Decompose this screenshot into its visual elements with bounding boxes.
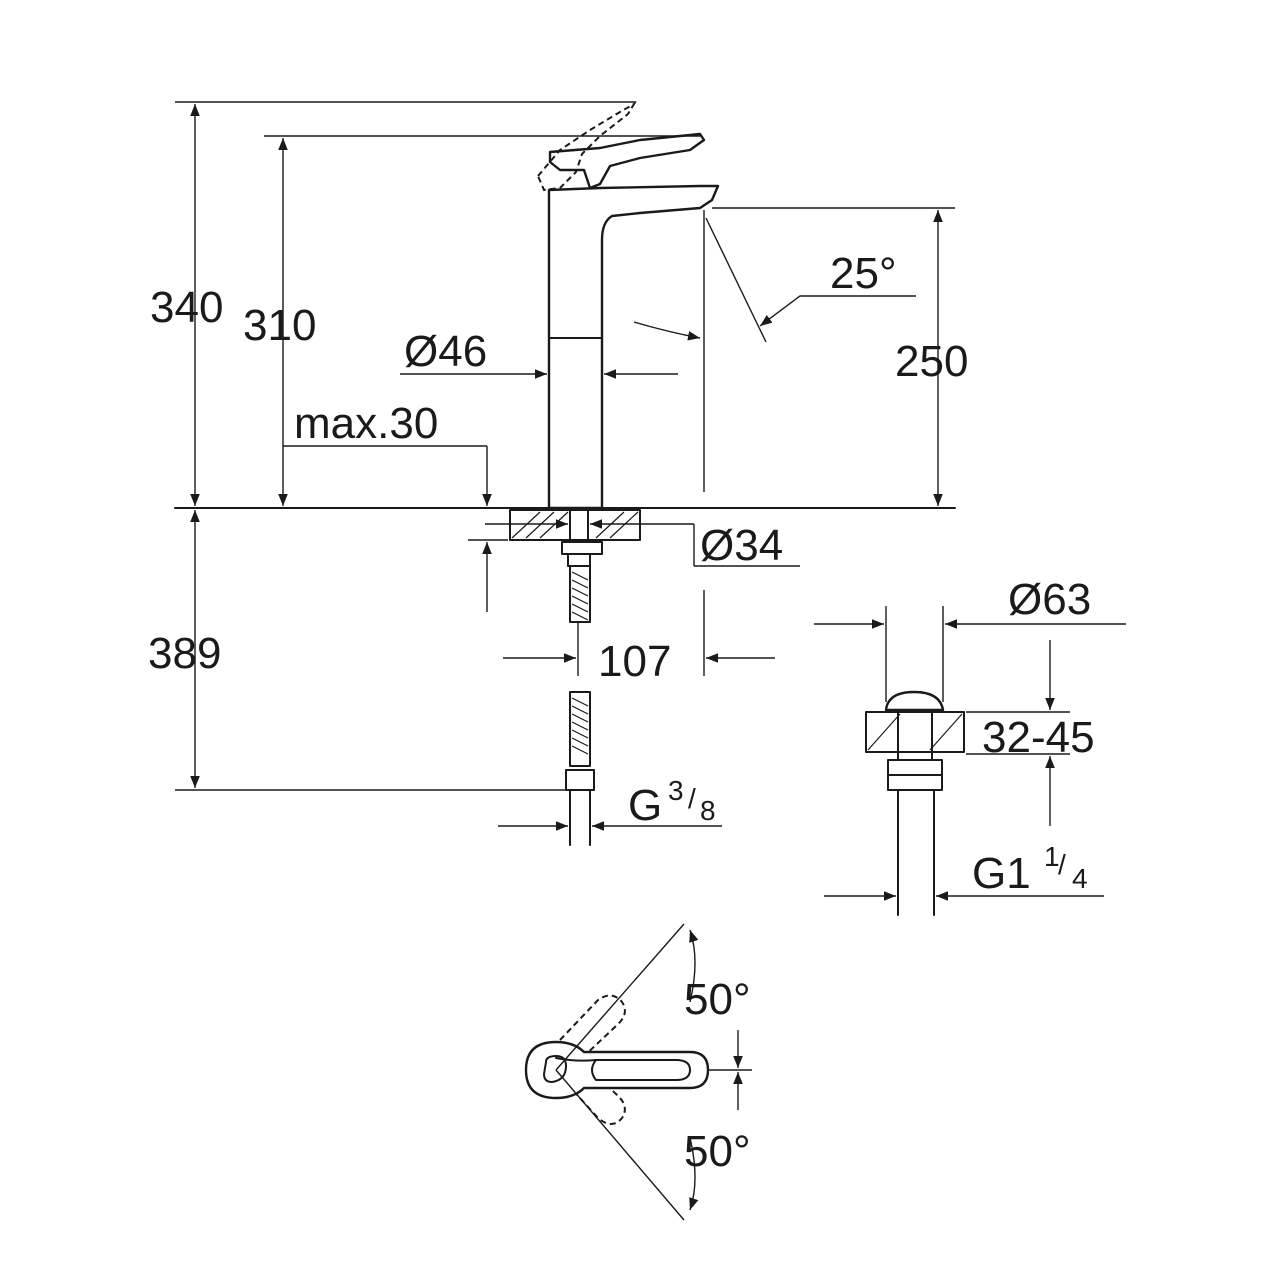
lever-rotated-right — [559, 1059, 626, 1125]
faucet-side-view — [174, 101, 956, 846]
label-base-diameter: Ø34 — [700, 521, 783, 570]
label-drain-thread-slash: / — [1058, 849, 1066, 880]
label-lever-angle-top: 50° — [684, 975, 751, 1024]
dimension-lines — [175, 101, 955, 831]
label-spout-height: 250 — [895, 337, 968, 386]
label-drain-thickness: 32-45 — [982, 713, 1095, 762]
lever-raised-outline — [536, 101, 637, 192]
label-total-height: 340 — [150, 283, 223, 332]
deck-section — [509, 509, 641, 541]
supply-hose-lower — [565, 691, 595, 846]
lever-top-view — [524, 923, 752, 1221]
supply-hose-upper — [569, 565, 591, 623]
label-drain-thread-prefix: G1 — [972, 849, 1031, 898]
label-body-diameter: Ø46 — [404, 327, 487, 376]
drain-cap — [884, 690, 945, 712]
lever-handle — [548, 132, 706, 190]
label-inlet-thread-den: 8 — [700, 795, 716, 826]
label-inlet-thread-slash: / — [688, 783, 696, 814]
label-spout-reach: 107 — [598, 637, 671, 686]
label-drain-thread-num: 1 — [1044, 841, 1060, 872]
label-drain-diameter: Ø63 — [1008, 575, 1091, 624]
faucet-body — [547, 184, 720, 510]
label-inlet-thread-prefix: G — [628, 781, 662, 830]
label-spout-angle: 25° — [830, 249, 897, 298]
drain-view — [814, 606, 1126, 916]
label-outlet-height: 310 — [243, 301, 316, 350]
label-lever-angle-bottom: 50° — [684, 1127, 751, 1176]
label-max-deck: max.30 — [294, 399, 438, 448]
lever-top — [524, 1040, 710, 1100]
label-inlet-thread-num: 3 — [668, 775, 684, 806]
lever-rotated-left — [559, 994, 626, 1061]
label-hose-length: 389 — [148, 629, 221, 678]
label-drain-thread-den: 4 — [1072, 863, 1088, 894]
